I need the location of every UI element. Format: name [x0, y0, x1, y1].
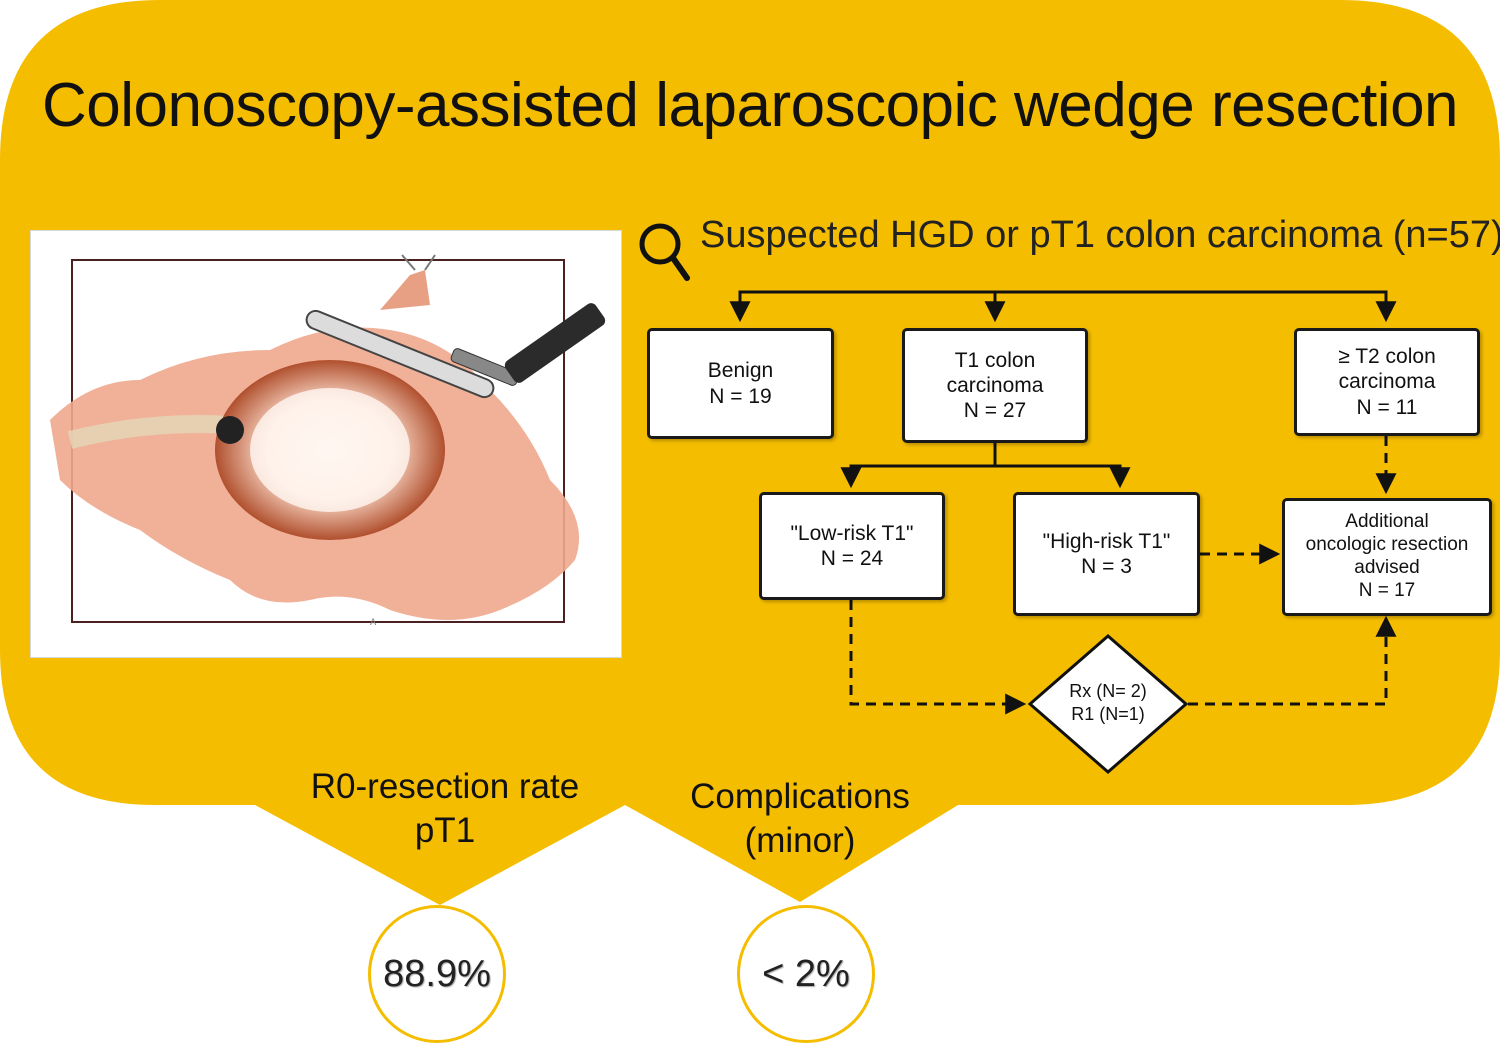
box-low-risk-t1: "Low-risk T1" N = 24: [759, 492, 945, 600]
box-benign-line-2: N = 19: [709, 384, 772, 408]
decision-line-1: Rx (N= 2): [1069, 681, 1147, 701]
page-title: Colonoscopy-assisted laparoscopic wedge …: [41, 71, 1459, 140]
box-additional-line-2: oncologic resection: [1305, 534, 1469, 556]
stat-r0-label-line-2: pT1: [414, 810, 476, 850]
svg-text:A: A: [370, 618, 377, 628]
box-t2-carcinoma: ≥ T2 colon carcinoma N = 11: [1294, 328, 1480, 436]
box-additional-line-4: N = 17: [1358, 579, 1416, 601]
stat-complications-label-line-1: Complications: [690, 777, 910, 816]
connector-to-high-risk: [995, 464, 1131, 489]
stat-complications-label-line-2: (minor): [744, 820, 856, 860]
box-t1-line-3: N = 27: [963, 399, 1027, 423]
box-additional-line-1: Additional: [1345, 511, 1429, 533]
decision-diamond: [1027, 634, 1189, 774]
connector-top-bar: [738, 290, 1397, 323]
stat-r0-label-line-1: R0-resection rate: [310, 767, 580, 806]
box-benign-line-1: Benign: [707, 359, 774, 383]
stat-r0-label: R0-resection rate pT1: [270, 765, 620, 853]
box-high-risk-line-1: "High-risk T1": [1042, 529, 1171, 553]
box-t1-line-1: T1 colon: [954, 348, 1036, 372]
box-t2-line-2: carcinoma: [1338, 370, 1436, 394]
box-t2-line-1: ≥ T2 colon: [1338, 345, 1436, 369]
stat-complications-value: < 2%: [737, 905, 875, 1043]
box-t2-line-3: N = 11: [1356, 395, 1418, 419]
box-high-risk-t1: "High-risk T1" N = 3: [1013, 492, 1200, 616]
dashed-low-risk-to-decision: [849, 600, 1027, 715]
box-benign: Benign N = 19: [647, 328, 834, 439]
decision-text: Rx (N= 2) R1 (N=1): [1038, 680, 1178, 725]
surgery-illustration: A: [30, 230, 622, 658]
box-low-risk-line-1: "Low-risk T1": [790, 521, 914, 545]
stat-r0-value: 88.9%: [368, 905, 506, 1043]
box-high-risk-line-2: N = 3: [1081, 555, 1132, 578]
magnifier-icon: [639, 223, 690, 281]
dashed-decision-to-additional: [1188, 615, 1397, 706]
box-additional-resection: Additional oncologic resection advised N…: [1282, 498, 1492, 616]
box-additional-line-3: advised: [1354, 557, 1420, 578]
decision-line-2: R1 (N=1): [1071, 703, 1145, 724]
box-t1-line-2: carcinoma: [946, 373, 1044, 397]
connector-t1-split: [840, 442, 997, 489]
stat-complications-label: Complications (minor): [630, 775, 970, 863]
flowchart-subtitle: Suspected HGD or pT1 colon carcinoma (n=…: [700, 214, 1500, 256]
box-t1-carcinoma: T1 colon carcinoma N = 27: [902, 328, 1088, 443]
box-low-risk-line-2: N = 24: [820, 547, 884, 570]
